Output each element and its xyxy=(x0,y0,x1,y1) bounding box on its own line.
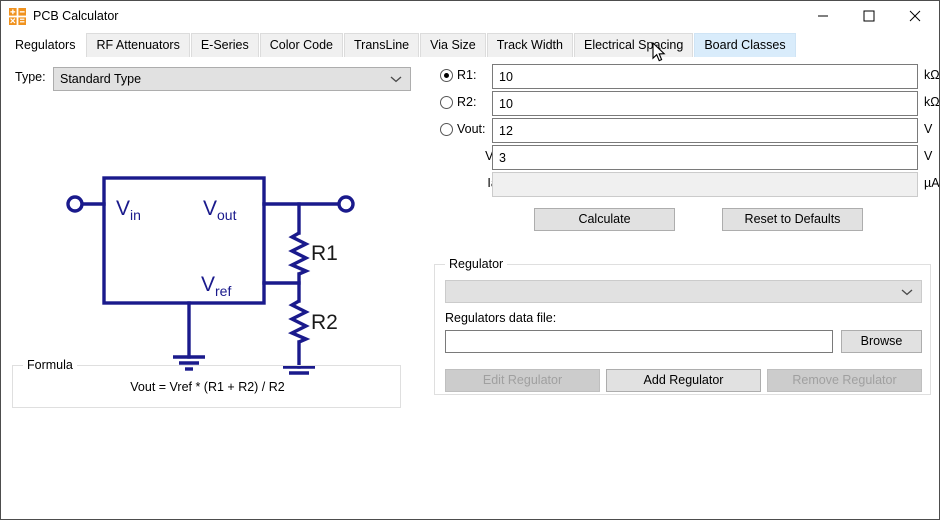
tab-regulators[interactable]: Regulators xyxy=(5,32,86,57)
chevron-down-icon xyxy=(390,68,402,90)
reset-to-defaults-button[interactable]: Reset to Defaults xyxy=(722,208,863,231)
regulators-data-file-input[interactable] xyxy=(445,330,833,353)
unit-r1: kΩ xyxy=(924,68,940,82)
tab-bar: Regulators RF Attenuators E-Series Color… xyxy=(1,32,939,57)
tab-track-width[interactable]: Track Width xyxy=(486,33,573,57)
tab-board-classes[interactable]: Board Classes xyxy=(694,33,796,57)
close-button[interactable] xyxy=(892,1,938,31)
close-icon xyxy=(909,10,921,22)
unit-vref: V xyxy=(924,149,933,163)
ground-symbol-divider xyxy=(283,365,315,375)
unit-iadj: µA xyxy=(924,176,940,190)
unit-vout: V xyxy=(924,122,933,136)
formula-text: Vout = Vref * (R1 + R2) / R2 xyxy=(130,380,285,394)
regulator-group: Regulator Regulators data file: Browse E… xyxy=(434,257,931,395)
input-vout[interactable] xyxy=(492,118,918,143)
resistor-r2-symbol xyxy=(287,299,311,344)
title-bar: PCB Calculator xyxy=(1,1,939,32)
minimize-button[interactable] xyxy=(800,1,846,31)
radio-r1[interactable] xyxy=(440,69,453,82)
formula-legend: Formula xyxy=(23,358,77,372)
label-r1: R1: xyxy=(457,68,477,82)
terminal-vout xyxy=(337,195,355,213)
regulator-schematic: Vin Vout Vref R1 R2 xyxy=(11,105,411,375)
regulator-group-legend: Regulator xyxy=(445,257,508,271)
field-row-vref: Vref: V xyxy=(434,145,939,170)
input-vref[interactable] xyxy=(492,145,918,170)
input-r2[interactable] xyxy=(492,91,918,116)
schematic-label-vref: Vref xyxy=(201,273,231,299)
add-regulator-button[interactable]: Add Regulator xyxy=(606,369,761,392)
edit-regulator-button: Edit Regulator xyxy=(445,369,600,392)
input-iadj xyxy=(492,172,918,197)
formula-group: Formula Vout = Vref * (R1 + R2) / R2 xyxy=(12,358,401,408)
field-row-vout: Vout: V xyxy=(434,118,939,143)
type-select-value: Standard Type xyxy=(60,72,142,86)
resistor-r1-symbol xyxy=(287,231,311,276)
tab-rf-attenuators[interactable]: RF Attenuators xyxy=(86,33,190,57)
radio-vout[interactable] xyxy=(440,123,453,136)
type-label: Type: xyxy=(15,70,46,84)
schematic-label-r2: R2 xyxy=(311,311,338,334)
calculator-icon xyxy=(9,8,26,25)
tab-e-series[interactable]: E-Series xyxy=(190,33,259,57)
right-panel: R1: kΩ R2: kΩ Vout: V Vref: V xyxy=(426,57,939,519)
browse-button[interactable]: Browse xyxy=(841,330,922,353)
maximize-icon xyxy=(863,10,875,22)
schematic-label-vout: Vout xyxy=(203,197,237,223)
window-title: PCB Calculator xyxy=(33,9,119,23)
tab-content-regulators: Type: Standard Type xyxy=(1,57,939,519)
terminal-vin xyxy=(66,195,84,213)
label-vout: Vout: xyxy=(457,122,486,136)
type-select[interactable]: Standard Type xyxy=(53,67,411,91)
field-row-r1: R1: kΩ xyxy=(434,64,939,89)
schematic-label-r1: R1 xyxy=(311,242,338,265)
input-r1[interactable] xyxy=(492,64,918,89)
type-row: Type: Standard Type xyxy=(15,67,411,91)
tab-color-code[interactable]: Color Code xyxy=(259,33,343,57)
maximize-button[interactable] xyxy=(846,1,892,31)
ground-symbol-body xyxy=(173,355,205,371)
radio-r2[interactable] xyxy=(440,96,453,109)
chevron-down-icon xyxy=(901,283,913,301)
minimize-icon xyxy=(818,15,828,17)
tab-electrical-spacing[interactable]: Electrical Spacing xyxy=(573,33,694,57)
regulator-select[interactable] xyxy=(445,280,922,303)
tab-transline[interactable]: TransLine xyxy=(344,33,420,57)
tab-strip: Regulators RF Attenuators E-Series Color… xyxy=(5,32,797,57)
field-row-r2: R2: kΩ xyxy=(434,91,939,116)
field-row-iadj: Iadj: µA xyxy=(434,172,939,197)
tab-via-size[interactable]: Via Size xyxy=(420,33,486,57)
remove-regulator-button: Remove Regulator xyxy=(767,369,922,392)
schematic-label-vin: Vin xyxy=(116,197,141,223)
regulators-data-file-label: Regulators data file: xyxy=(445,311,557,325)
label-r2: R2: xyxy=(457,95,477,109)
calculate-button[interactable]: Calculate xyxy=(534,208,675,231)
unit-r2: kΩ xyxy=(924,95,940,109)
